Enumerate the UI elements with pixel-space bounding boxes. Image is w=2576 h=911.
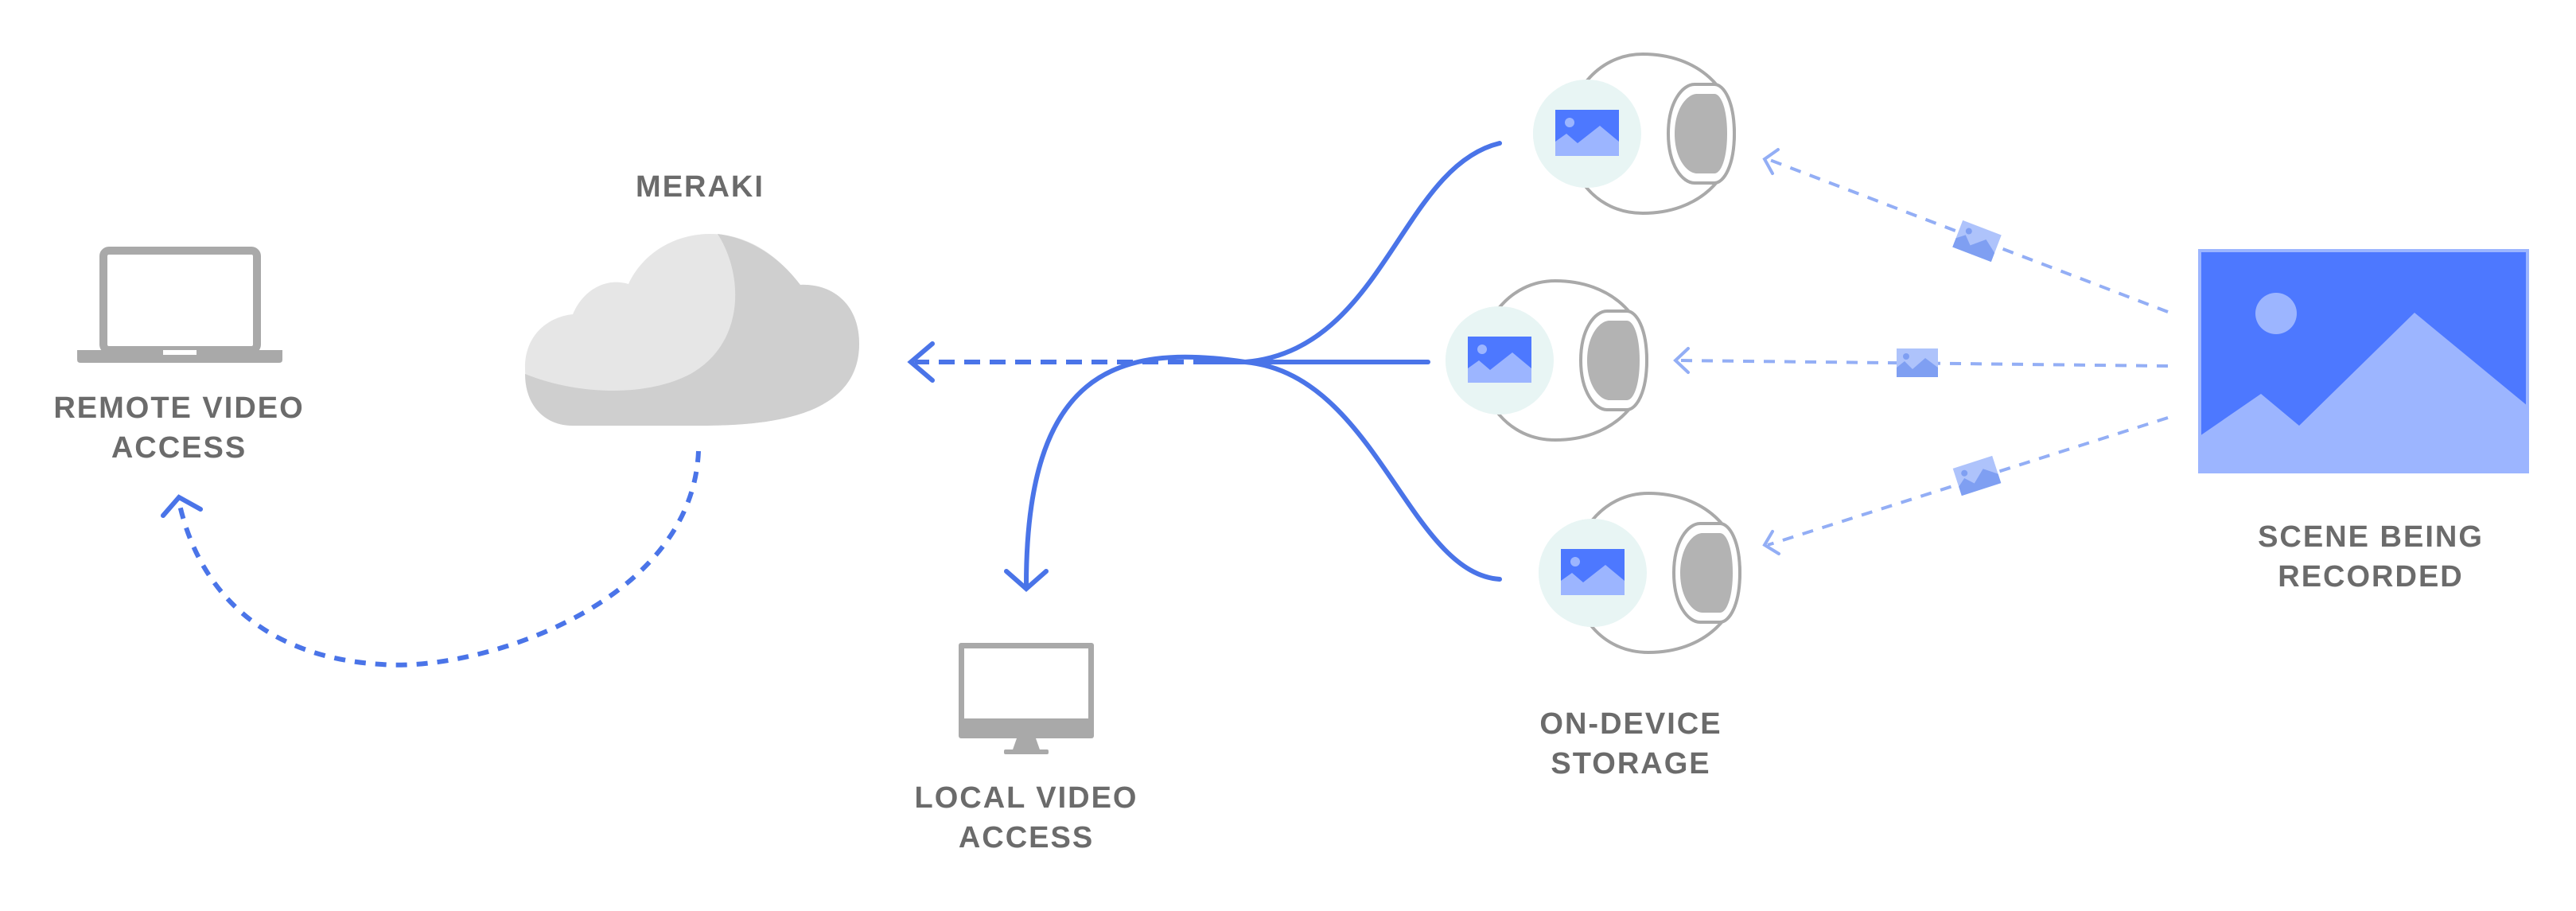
remote-video-access-label: REMOTE VIDEO ACCESS: [20, 388, 338, 468]
on-device-storage-label: ON-DEVICE STORAGE: [1472, 704, 1790, 784]
remote-label-line1: REMOTE VIDEO: [53, 391, 305, 425]
local-label-line1: LOCAL VIDEO: [914, 781, 1138, 815]
flow-line-bottom: [1243, 360, 1502, 582]
camera-icon: [1537, 492, 1741, 654]
scene-being-recorded-label: SCENE BEING RECORDED: [2212, 517, 2530, 597]
camera-icon: [1531, 53, 1736, 215]
laptop-icon: [77, 247, 282, 363]
flow-line-top: [1243, 141, 1502, 364]
scene-label-line1: SCENE BEING: [2258, 520, 2484, 554]
camera-icon: [1444, 279, 1648, 442]
image-frame-icon: [1897, 348, 1938, 377]
camera-output-lines: [1004, 141, 1502, 592]
local-label-line2: ACCESS: [958, 821, 1095, 855]
remote-access-arrow: [161, 450, 701, 668]
cloud-label: MERAKI: [581, 167, 819, 207]
storage-label-line2: STORAGE: [1551, 747, 1711, 781]
local-video-access-label: LOCAL VIDEO ACCESS: [867, 778, 1185, 858]
remote-label-line2: ACCESS: [111, 431, 247, 465]
image-frame-icon: [1952, 220, 2002, 263]
cloud-icon: [525, 234, 859, 426]
scene-label-line2: RECORDED: [2278, 560, 2464, 594]
cloud-label-text: MERAKI: [636, 170, 765, 204]
landscape-image-icon: [2198, 249, 2529, 473]
storage-label-line1: ON-DEVICE: [1539, 707, 1722, 741]
desktop-monitor-icon: [959, 643, 1094, 754]
image-frame-icon: [1952, 455, 2002, 496]
flow-to-local-line: [1024, 354, 1247, 587]
local-arrowhead: [1004, 569, 1049, 592]
cloud-upload-arrow: [907, 341, 1209, 383]
